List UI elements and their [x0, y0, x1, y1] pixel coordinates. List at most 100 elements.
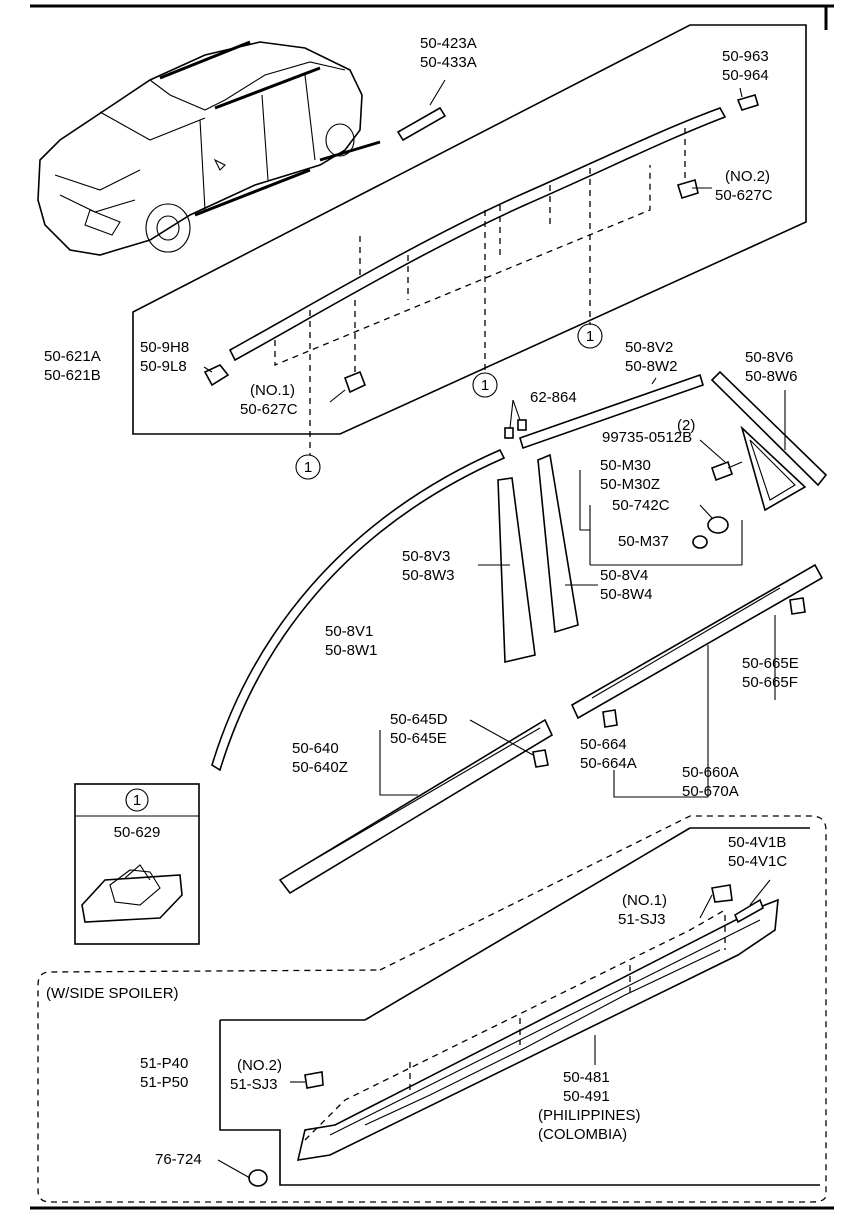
clip-no2 [676, 178, 699, 200]
washer [692, 535, 708, 549]
car-illustration [37, 40, 381, 256]
svg-text:50-8V3: 50-8V3 [402, 548, 450, 565]
svg-text:50-8V4: 50-8V4 [600, 567, 648, 584]
svg-text:51-P50: 51-P50 [140, 1074, 188, 1091]
svg-text:50-8V1: 50-8V1 [325, 623, 373, 640]
clip-sj3-no2 [304, 1071, 324, 1089]
clip-no1 [343, 370, 367, 394]
marker-1-a: 1 [577, 323, 603, 349]
callout-50-742c: 50-742C [612, 497, 670, 514]
svg-text:50-9H8: 50-9H8 [140, 339, 189, 356]
callout-50-423a: 50-423A 50-433A [420, 35, 477, 71]
roof-group-outline [132, 24, 807, 435]
callout-51-sj3-no2: (NO.2) 51-SJ3 [230, 1057, 282, 1093]
svg-text:50-627C: 50-627C [240, 401, 298, 418]
clip-sj3-no1 [711, 884, 733, 903]
svg-text:50-742C: 50-742C [612, 497, 670, 514]
callout-50-627c-no1: (NO.1) 50-627C [240, 382, 298, 418]
door-top-strip [519, 373, 704, 450]
svg-text:76-724: 76-724 [155, 1151, 202, 1168]
pillar-garnish-front [497, 477, 536, 663]
svg-text:50-8W3: 50-8W3 [402, 567, 455, 584]
screw-76-724 [248, 1169, 268, 1187]
callout-50-963: 50-963 50-964 [722, 48, 769, 84]
callout-51-sj3-no1: (NO.1) 51-SJ3 [618, 892, 667, 928]
svg-text:50-8W6: 50-8W6 [745, 368, 798, 385]
clip-645 [532, 749, 549, 768]
callout-50-621a: 50-621A 50-621B [44, 348, 101, 384]
tape-piece-2 [517, 419, 527, 431]
callout-50-645d: 50-645D 50-645E [390, 711, 448, 747]
svg-text:50-645D: 50-645D [390, 711, 448, 728]
small-molding [396, 106, 447, 142]
svg-text:50-665F: 50-665F [742, 674, 798, 691]
callout-50-627c-no2: (NO.2)50-627C [715, 168, 773, 204]
tape-piece-1 [504, 427, 514, 439]
svg-text:50-M37: 50-M37 [618, 533, 669, 550]
spoiler-label: (W/SIDE SPOILER) [46, 985, 179, 1002]
svg-text:(2): (2) [677, 417, 695, 434]
end-cap-right [736, 94, 759, 111]
svg-text:50-491: 50-491 [563, 1088, 610, 1105]
svg-text:62-864: 62-864 [530, 389, 577, 406]
svg-text:50-M30Z: 50-M30Z [600, 476, 660, 493]
callout-50-665e: 50-665E 50-665F [742, 655, 799, 691]
svg-text:(NO.2): (NO.2) [237, 1057, 282, 1074]
svg-text:50-8W4: 50-8W4 [600, 586, 653, 603]
callout-51-p40: 51-P40 51-P50 [140, 1055, 188, 1091]
svg-text:51-P40: 51-P40 [140, 1055, 188, 1072]
svg-text:50-645E: 50-645E [390, 730, 447, 747]
svg-text:(PHILIPPINES): (PHILIPPINES) [538, 1107, 641, 1124]
callout-50-8v4: 50-8V4 50-8W4 [600, 567, 653, 603]
clip-inset: 1 50-629 [74, 783, 200, 945]
inset-marker: 1 [133, 792, 141, 809]
svg-text:50-481: 50-481 [563, 1069, 610, 1086]
svg-text:50-621B: 50-621B [44, 367, 101, 384]
svg-text:50-627C: 50-627C [715, 187, 773, 204]
svg-text:50-963: 50-963 [722, 48, 769, 65]
svg-text:1: 1 [481, 377, 489, 394]
svg-text:50-433A: 50-433A [420, 54, 477, 71]
spoiler-region [37, 815, 827, 1203]
svg-text:50-664: 50-664 [580, 736, 627, 753]
clip-665 [789, 597, 806, 615]
svg-text:50-4V1C: 50-4V1C [728, 853, 787, 870]
nut [707, 516, 729, 534]
callout-50-8v3: 50-8V3 50-8W3 [402, 548, 455, 584]
svg-text:51-SJ3: 51-SJ3 [618, 911, 666, 928]
svg-text:50-423A: 50-423A [420, 35, 477, 52]
callout-50-m37: 50-M37 [618, 533, 669, 550]
front-pillar-molding [211, 448, 506, 772]
pillar-garnish-rear [537, 453, 579, 634]
svg-text:50-665E: 50-665E [742, 655, 799, 672]
clip-664 [602, 709, 618, 728]
tape-4v1b [733, 898, 764, 924]
triangle-trim-strip [710, 370, 828, 487]
svg-text:50-664A: 50-664A [580, 755, 637, 772]
svg-text:(NO.1): (NO.1) [622, 892, 667, 909]
svg-text:51-SJ3: 51-SJ3 [230, 1076, 278, 1093]
callout-99735-0512b: (2)99735-0512B [602, 417, 695, 446]
callout-62-864: 62-864 [530, 389, 577, 406]
svg-text:(NO.1): (NO.1) [250, 382, 295, 399]
svg-text:50-640: 50-640 [292, 740, 339, 757]
callout-50-481: 50-481 50-491 (PHILIPPINES) (COLOMBIA) [538, 1069, 641, 1143]
callout-50-664: 50-664 50-664A [580, 736, 637, 772]
svg-text:50-621A: 50-621A [44, 348, 101, 365]
svg-text:1: 1 [586, 328, 594, 345]
side-skirt [296, 898, 779, 1161]
belt-molding-front [278, 718, 554, 895]
svg-text:99735-0512B: 99735-0512B [602, 429, 692, 446]
end-clip-left [203, 364, 230, 387]
svg-text:(COLOMBIA): (COLOMBIA) [538, 1126, 627, 1143]
inset-clip-drawing [81, 874, 183, 923]
svg-text:50-964: 50-964 [722, 67, 769, 84]
